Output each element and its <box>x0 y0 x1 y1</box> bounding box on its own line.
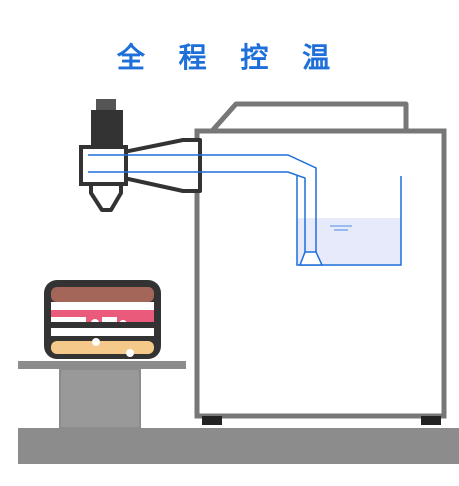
head-motor <box>91 110 123 147</box>
nozzle <box>89 182 123 212</box>
arm-connector <box>122 138 202 193</box>
cake-stand-top <box>18 361 186 369</box>
page-title: 全 程 控 温 <box>116 41 343 74</box>
machine-foot-right <box>421 416 441 425</box>
base-platform <box>18 428 459 464</box>
machine-foot-left <box>202 416 222 425</box>
machine-lid <box>209 101 409 134</box>
head-motor-top <box>96 99 116 111</box>
cake-stand-pillar <box>59 368 141 429</box>
container-walls <box>296 176 402 266</box>
pipe-inlet <box>298 251 324 266</box>
head-body <box>79 145 128 186</box>
cake-icon <box>44 280 161 359</box>
machine-body <box>194 128 447 419</box>
feed-pipe <box>88 154 317 252</box>
